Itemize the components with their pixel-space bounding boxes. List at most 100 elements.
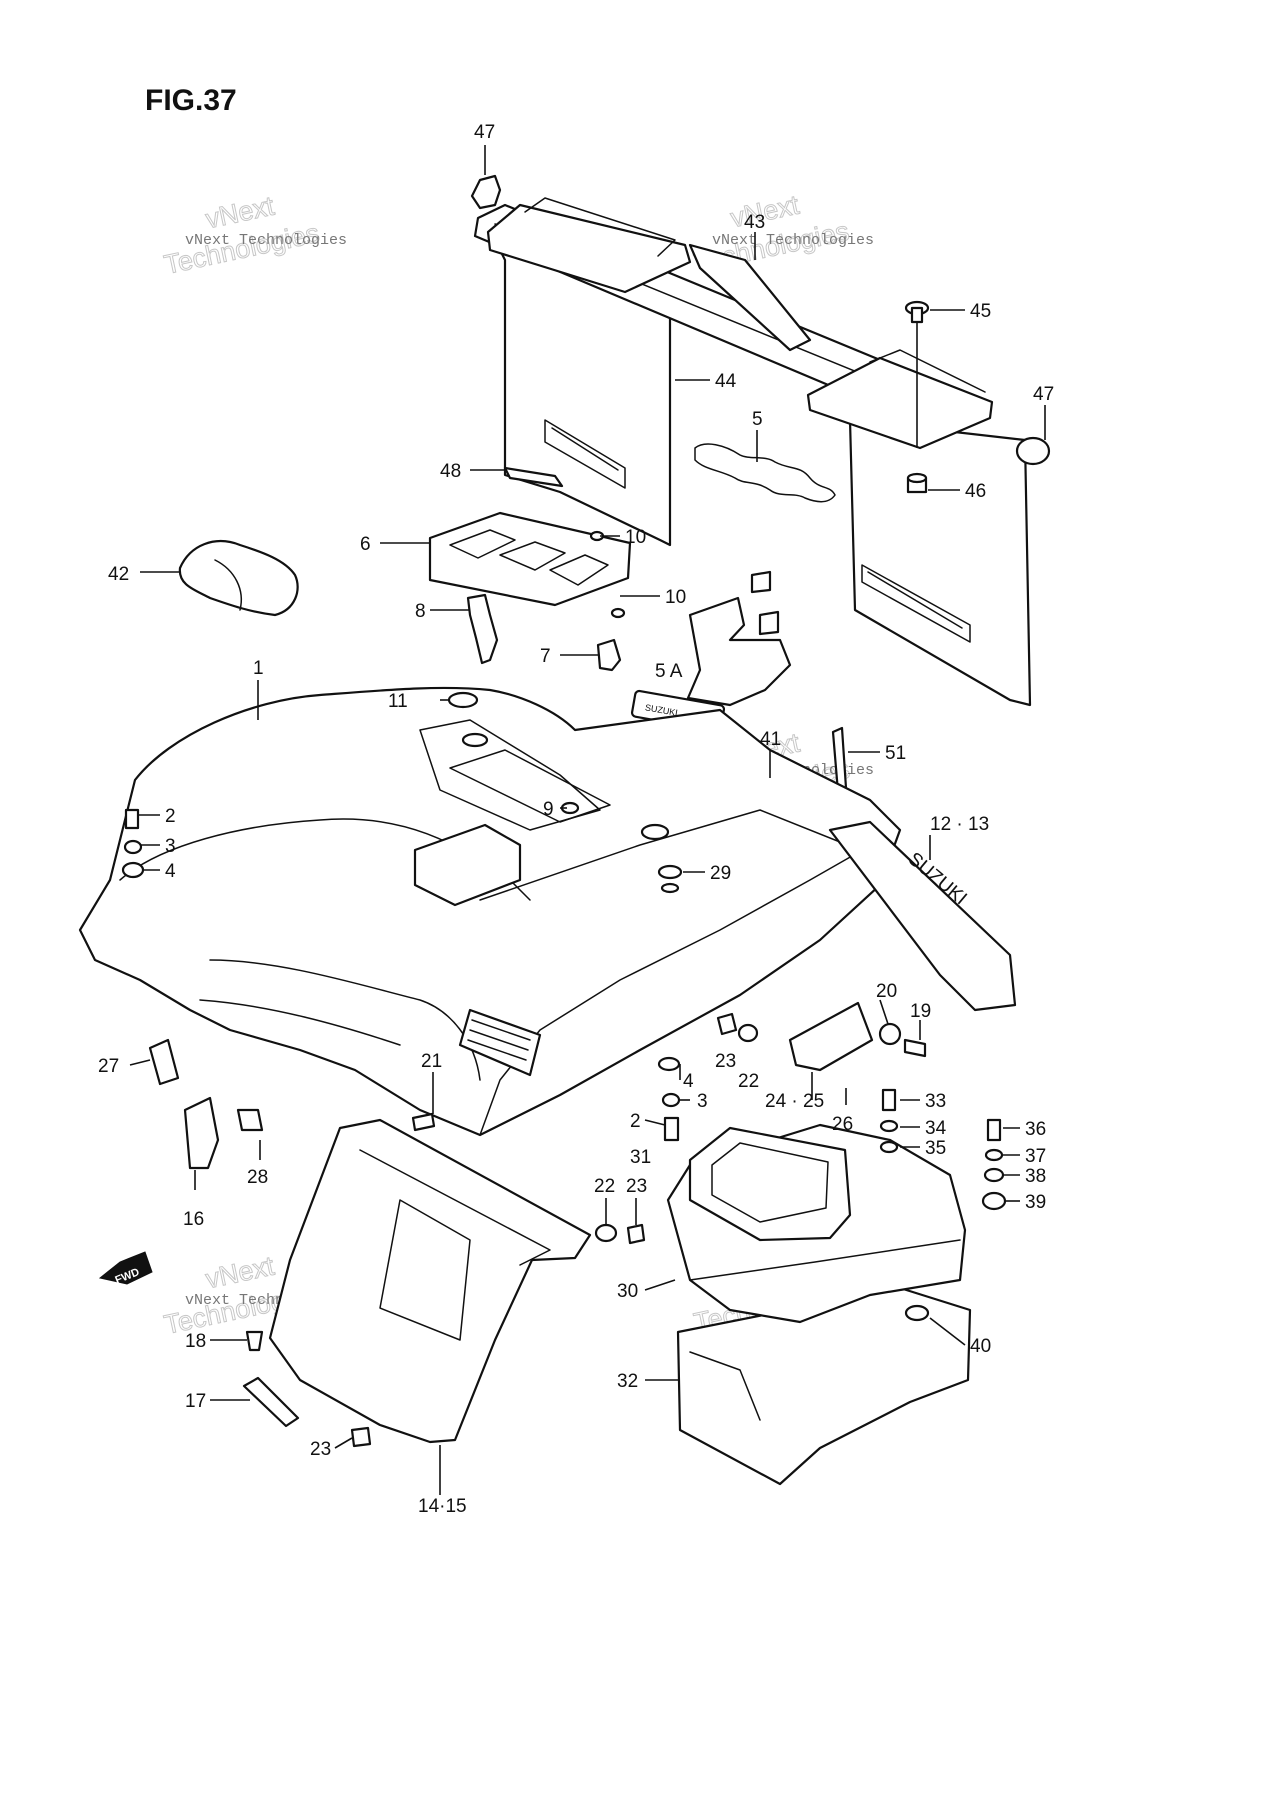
callout-22-lower: 22 (594, 1176, 615, 1197)
washer-37 (984, 1148, 1004, 1162)
callout-40: 40 (970, 1336, 991, 1357)
callout-29: 29 (710, 863, 731, 884)
tray-32-rib (689, 1351, 761, 1421)
callout-34: 34 (925, 1118, 947, 1139)
seat-cover-42 (178, 540, 299, 617)
callout-32: 32 (617, 1371, 638, 1392)
latch-hook-7 (596, 638, 622, 672)
washer-4-left (121, 861, 145, 879)
callout-41: 41 (760, 729, 781, 750)
callout-19: 19 (910, 1001, 931, 1022)
side-panel-12-13 (828, 820, 1017, 1012)
tray-pocket-1 (449, 529, 516, 559)
grommet-29-base (660, 882, 680, 894)
callout-35: 35 (925, 1138, 946, 1159)
callout-47-top: 47 (474, 122, 495, 143)
callout-22-center: 22 (738, 1071, 759, 1092)
callout-11: 11 (388, 691, 408, 712)
callout-5: 5 (752, 409, 763, 430)
washer-34 (879, 1119, 899, 1133)
washer-3-center (661, 1092, 681, 1108)
grommet-29 (657, 864, 683, 880)
leader-lines (129, 145, 1046, 1495)
bolt-2-left (124, 808, 140, 830)
callout-9: 9 (543, 799, 554, 820)
bolt-2-center (663, 1116, 680, 1142)
callout-20: 20 (876, 981, 897, 1002)
grommet-39 (981, 1191, 1007, 1211)
callout-3-left: 3 (165, 836, 176, 857)
callout-33: 33 (925, 1091, 946, 1112)
splash-guard-14-15 (268, 1118, 592, 1444)
callout-28: 28 (247, 1167, 268, 1188)
cap-47-right (1015, 436, 1051, 466)
callout-23-center: 23 (715, 1051, 736, 1072)
callout-10-top: 10 (625, 527, 646, 548)
bolt-19 (903, 1038, 927, 1058)
rack-mount-bracket (686, 596, 792, 707)
callout-12-13: 12 · 13 (930, 814, 989, 835)
decal-5 (694, 443, 836, 503)
latch-8 (466, 593, 499, 665)
callout-24-25: 24 · 25 (765, 1091, 824, 1112)
callout-18: 18 (185, 1331, 206, 1352)
callout-31: 31 (630, 1147, 651, 1168)
callout-27: 27 (98, 1056, 119, 1077)
callout-8: 8 (415, 601, 426, 622)
callout-4-left: 4 (165, 861, 176, 882)
callout-43: 43 (744, 212, 765, 233)
washer-22-lower (594, 1223, 618, 1243)
callout-17: 17 (185, 1391, 206, 1412)
mudflap-right-slot (861, 564, 971, 643)
callout-39: 39 (1025, 1192, 1046, 1213)
nut-23-center (716, 1012, 738, 1036)
screw-21 (411, 1112, 436, 1132)
tag-28 (236, 1108, 264, 1132)
rack-center-bracket (688, 243, 812, 352)
fender-seat-opening (449, 749, 611, 823)
callout-37: 37 (1025, 1146, 1046, 1167)
forward-arrow: FWD (98, 1251, 153, 1287)
grommet-40 (904, 1304, 930, 1322)
washer-35 (879, 1140, 899, 1154)
callout-7: 7 (540, 646, 551, 667)
seat-cover-fold (214, 559, 242, 611)
bolt-33 (881, 1088, 897, 1112)
nut-38 (983, 1167, 1005, 1183)
callout-51: 51 (885, 743, 906, 764)
strap-17 (242, 1376, 300, 1428)
nut-46 (906, 472, 928, 494)
callout-14-15: 14·15 (418, 1496, 467, 1517)
washer-4-center (657, 1056, 681, 1072)
fender-side-rib-lower (199, 999, 401, 1046)
warning-label (458, 1008, 542, 1077)
fender-storage-box (413, 823, 522, 907)
splash-guard-window (379, 1199, 471, 1341)
bolt-45 (904, 300, 930, 324)
tray-32 (676, 1286, 972, 1486)
rack-handle-right (869, 349, 986, 393)
callout-labels: 47 43 45 44 5 47 46 48 10 6 42 8 10 7 5 … (98, 122, 1054, 1517)
callout-1: 1 (253, 658, 264, 679)
callout-30: 30 (617, 1281, 638, 1302)
fender-hole-a (461, 732, 489, 748)
box-30-seam (689, 1239, 961, 1281)
tray-pocket-2 (499, 541, 566, 571)
callout-6: 6 (360, 534, 371, 555)
bolt-36 (986, 1118, 1002, 1142)
screw-18 (245, 1330, 264, 1352)
callout-45: 45 (970, 301, 991, 322)
splash-guard-rib (359, 1149, 551, 1266)
mudflap-left-slot-inner (551, 427, 619, 471)
washer-3-left (123, 839, 143, 855)
callout-5a: 5 A (655, 661, 683, 682)
callout-46: 46 (965, 481, 986, 502)
cap-47-left (470, 174, 502, 210)
fender-top-ridge (479, 809, 861, 901)
bracket-bolt (750, 570, 772, 594)
callout-26: 26 (832, 1114, 853, 1135)
tray-pocket-3 (549, 554, 609, 586)
label-48 (503, 466, 564, 488)
